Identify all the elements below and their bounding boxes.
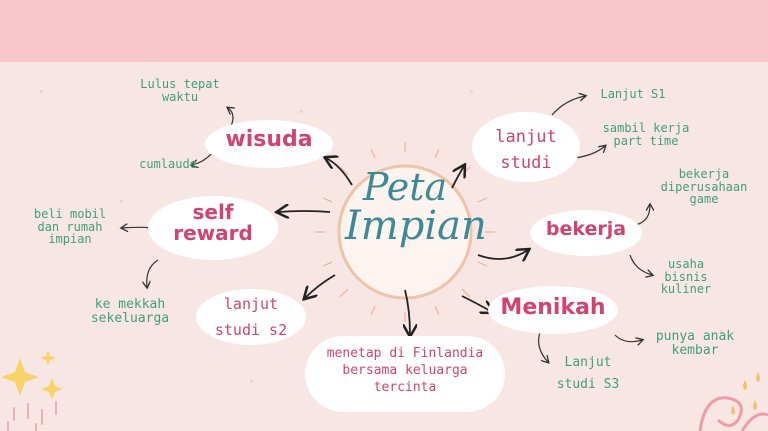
center-title: Peta Impian (345, 165, 487, 249)
node-lanjut-studi-s2: lanjut studi s2 (202, 292, 300, 343)
background-speck (250, 380, 253, 383)
node-menikah: Menikah (500, 295, 606, 320)
leaf-usaha-kuliner-line1: usaha (667, 257, 705, 271)
leaf-cumlaude: cumlaude (139, 157, 197, 171)
leaf-lanjut-s1: Lanjut S1 (600, 87, 666, 101)
self-reward-bubble (148, 196, 278, 260)
node-finlandia-line2: bersama keluarga (342, 362, 468, 378)
leaf-ke-mekkah: ke mekkah sekeluarga (84, 298, 176, 325)
leaf-perusahaan-game-line2: diperusahaan (660, 179, 748, 194)
background-speck (120, 200, 123, 203)
leaf-beli-mobil: beli mobil dan rumah impian (22, 208, 118, 246)
leaf-usaha-kuliner: usaha bisnis kuliner (652, 258, 720, 296)
leaf-sambil-kerja: sambil kerja part time (596, 122, 696, 147)
wisuda-bubble (205, 120, 333, 168)
center-title-line1: Peta (362, 165, 448, 209)
leaf-usaha-kuliner-line2: bisnis (664, 269, 708, 284)
leaf-beli-mobil-line2: dan rumah (37, 219, 103, 234)
background-speck (40, 90, 43, 93)
node-self-reward-line1: self (192, 200, 234, 224)
node-lanjut-studi-line2: studi (500, 153, 552, 174)
drops-decoration (731, 372, 760, 415)
leaf-perusahaan-game-line3: game (689, 192, 719, 207)
leaf-perusahaan-game-line1: bekerja (678, 167, 730, 181)
background-speck (720, 330, 723, 333)
background-speck (300, 110, 303, 113)
node-finlandia-line1: menetap di Finlandia (326, 346, 484, 361)
menikah-bubble (488, 286, 618, 334)
node-bekerja: bekerja (545, 218, 627, 240)
node-lanjut-studi: lanjut studi (478, 124, 574, 177)
top-banner (0, 0, 768, 62)
leaf-studi-s3-line2: studi S3 (556, 377, 620, 393)
leaf-studi-s3-line1: Lanjut (564, 355, 612, 370)
leaf-lulus-line2: waktu (161, 89, 199, 104)
leaf-punya-anak: punya anak kembar (644, 330, 746, 357)
leaf-perusahaan-game: bekerja diperusahaan game (650, 168, 758, 206)
main-connectors (278, 158, 528, 335)
node-lanjut-studi-s2-line2: studi s2 (214, 320, 288, 339)
star-decoration (1, 350, 63, 400)
leaf-beli-mobil-line3: impian (48, 232, 92, 247)
leaf-lulus-line1: Lulus tepat (140, 77, 220, 91)
node-lanjut-studi-s2-line1: lanjut (223, 295, 279, 313)
leaf-lulus: Lulus tepat waktu (130, 78, 230, 103)
center-title-line2: Impian (345, 203, 487, 249)
leaf-usaha-kuliner-line3: kuliner (660, 282, 712, 297)
leaf-sambil-kerja-line2: part time (613, 133, 679, 148)
leaf-studi-s3: Lanjut studi S3 (548, 352, 628, 396)
background-speck (470, 90, 473, 93)
node-self-reward-line2: reward (173, 221, 253, 245)
finlandia-bubble (305, 336, 505, 412)
leaf-ke-mekkah-line1: ke mekkah (94, 297, 166, 312)
bekerja-bubble (530, 210, 642, 256)
sunburst-decoration (315, 142, 495, 322)
rain-dots-decoration (7, 401, 57, 431)
background-speck (650, 95, 653, 98)
node-lanjut-studi-line1: lanjut (495, 127, 557, 147)
node-finlandia: menetap di Finlandia bersama keluarga te… (312, 346, 498, 397)
node-wisuda: wisuda (225, 127, 313, 152)
leaf-beli-mobil-line1: beli mobil (33, 207, 107, 221)
swirl-decoration (698, 396, 768, 431)
leaf-ke-mekkah-line2: sekeluarga (90, 310, 170, 326)
leaf-punya-anak-line1: punya anak (655, 329, 735, 344)
lanjut-studi-s2-bubble (196, 289, 306, 345)
node-finlandia-line3: tercinta (373, 379, 437, 395)
node-self-reward: self reward (155, 202, 271, 244)
leaf-sambil-kerja-line1: sambil kerja (602, 121, 690, 135)
lanjut-studi-bubble (472, 112, 580, 182)
leaf-punya-anak-line2: kembar (671, 342, 719, 358)
